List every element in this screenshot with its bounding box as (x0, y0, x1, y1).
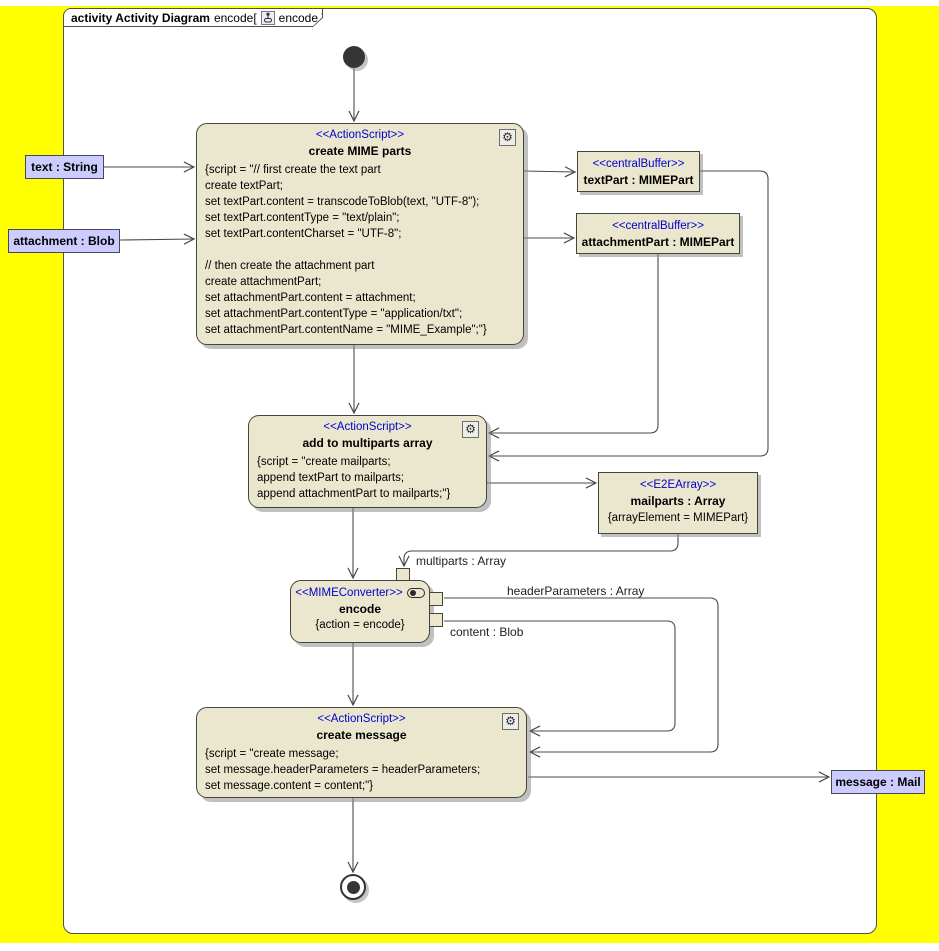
pin-label-content: content : Blob (450, 625, 524, 639)
frame-tab-label: activity Activity Diagram encode[ encode… (64, 9, 322, 26)
action-script-text: {script = "// first create the text part… (205, 164, 487, 336)
buffer-name: textPart : MIMEPart (583, 173, 694, 187)
constraint-label: {action = encode} (315, 619, 405, 631)
output-pin-content[interactable] (429, 613, 443, 627)
action-add-to-multiparts-array[interactable]: <<ActionScript>> add to multiparts array… (248, 415, 487, 508)
activity-diagram-icon (261, 11, 275, 25)
frame-tab-name-post: encode ] (278, 10, 325, 25)
stereotype-label: <<ActionScript>> (323, 421, 412, 433)
object-node-name: mailparts : Array (630, 494, 726, 508)
frame-tab-keyword: activity Activity Diagram (71, 10, 210, 25)
stereotype-label: <<E2EArray>> (639, 479, 717, 491)
stereotype-label: <<centralBuffer>> (592, 158, 685, 170)
buffer-name: attachmentPart : MIMEPart (581, 235, 735, 249)
action-script-text: {script = "create message; set message.h… (205, 748, 481, 792)
action-script-text: {script = "create mailparts; append text… (257, 456, 451, 500)
stereotype-label: <<MIMEConverter>> (295, 587, 403, 599)
frame-tab-name-pre: encode[ (213, 10, 257, 25)
object-node-text-string[interactable]: text : String (25, 155, 104, 179)
object-node-message-mail[interactable]: message : Mail (831, 770, 925, 794)
action-name: add to multiparts array (302, 436, 433, 450)
pin-label-multiparts: multiparts : Array (416, 554, 507, 568)
output-pin-header-parameters[interactable] (429, 592, 443, 606)
initial-node[interactable] (343, 46, 365, 68)
gear-icon[interactable]: ⚙ (499, 129, 516, 146)
gear-icon[interactable]: ⚙ (462, 421, 479, 438)
pin-label-header-parameters: headerParameters : Array (507, 584, 645, 598)
input-pin-multiparts[interactable] (396, 568, 410, 581)
stereotype-label: <<ActionScript>> (317, 713, 406, 725)
action-name: create message (316, 728, 407, 742)
constraint-label: {arrayElement = MIMEPart} (607, 512, 749, 524)
stereotype-row: <<MIMEConverter>> (291, 586, 429, 601)
action-name: encode (338, 602, 381, 616)
object-node-mailparts-array[interactable]: <<E2EArray>> mailparts : Array {arrayEle… (598, 472, 758, 534)
frame-tab: activity Activity Diagram encode[ encode… (63, 8, 323, 27)
stereotype-label: <<ActionScript>> (315, 129, 405, 141)
action-create-message[interactable]: <<ActionScript>> create message {script … (196, 707, 527, 798)
action-encode[interactable]: <<MIMEConverter>> encode {action = encod… (290, 580, 430, 643)
central-buffer-attachmentpart[interactable]: <<centralBuffer>> attachmentPart : MIMEP… (576, 213, 740, 254)
gear-icon[interactable]: ⚙ (502, 713, 519, 730)
action-name: create MIME parts (308, 144, 412, 158)
action-create-mime-parts[interactable]: <<ActionScript>> create MIME parts {scri… (196, 123, 524, 345)
stereotype-label: <<centralBuffer>> (612, 220, 704, 232)
central-buffer-textpart[interactable]: <<centralBuffer>> textPart : MIMEPart (577, 151, 700, 192)
behavior-icon (406, 587, 425, 598)
object-node-attachment-blob[interactable]: attachment : Blob (8, 229, 120, 253)
activity-final-node[interactable] (340, 874, 366, 900)
